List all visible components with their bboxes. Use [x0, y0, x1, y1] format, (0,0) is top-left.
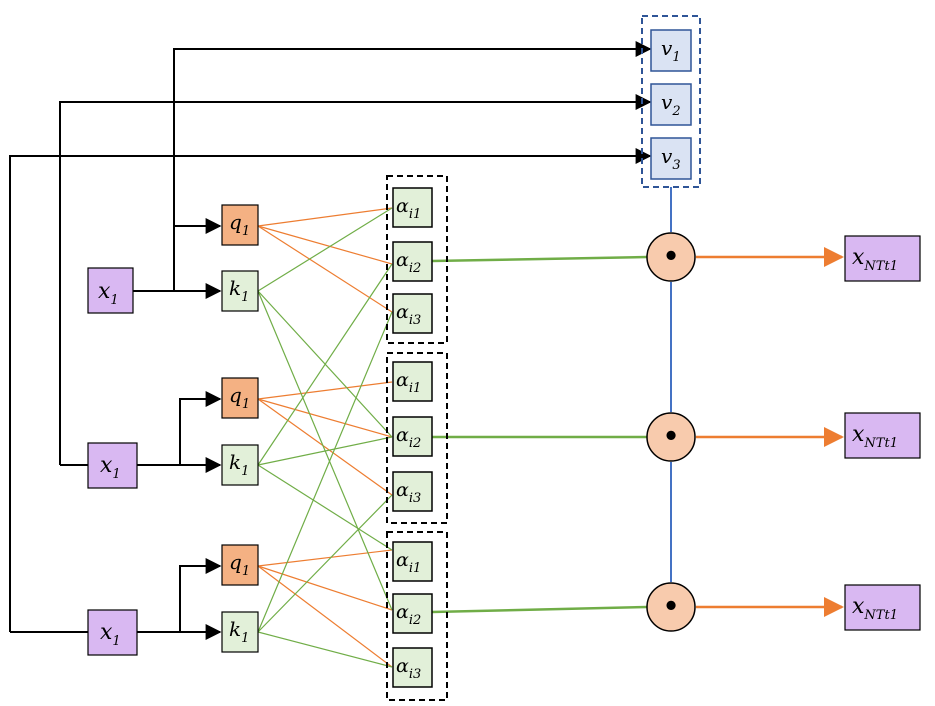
svg-text:xNTt1: xNTt1: [852, 422, 898, 451]
alpha-group-frame-3: [386, 531, 448, 701]
svg-text:αi3: αi3: [396, 301, 421, 328]
svg-text:αi1: αi1: [396, 549, 421, 576]
alpha-node-g3-i3: αi3: [392, 647, 433, 688]
input-node-1: x1: [87, 267, 134, 314]
alpha-group-frames: [386, 175, 448, 701]
svg-text:x1: x1: [100, 453, 121, 482]
svg-text:αi3: αi3: [396, 479, 421, 506]
input-node-2: x1: [87, 442, 138, 489]
svg-text:•: •: [663, 592, 680, 622]
svg-text:v1: v1: [661, 36, 681, 65]
svg-text:q1: q1: [229, 550, 250, 579]
multiplier-nodes: • • •: [646, 232, 696, 632]
alpha-nodes: αi1 αi2 αi3 αi1 αi2 αi3 αi1 αi2: [392, 187, 433, 688]
multiplier-node-2: •: [646, 412, 696, 462]
arrow-input1-to-q1: [173, 218, 222, 291]
svg-text:αi3: αi3: [396, 655, 421, 682]
value-node-3: v3: [650, 137, 692, 180]
arrow-input1-to-v1: [173, 41, 652, 291]
svg-text:x1: x1: [98, 279, 119, 308]
svg-text:αi2: αi2: [396, 249, 421, 276]
output-node-3: xNTt1: [844, 584, 921, 631]
alpha-node-g3-i2: αi2: [392, 593, 433, 634]
input-node-3: x1: [87, 609, 138, 656]
multiplier-node-1: •: [646, 232, 696, 282]
value-nodes: v1 v2 v3: [650, 29, 692, 180]
svg-text:xNTt1: xNTt1: [852, 594, 898, 623]
alpha-group-frame-1: [386, 175, 448, 344]
value-group-frame: [641, 15, 701, 188]
output-node-2: xNTt1: [844, 412, 921, 459]
query-node-1: q1: [221, 204, 259, 246]
svg-text:q1: q1: [229, 383, 250, 412]
key-nodes: k1 k1 k1: [221, 270, 259, 653]
query-nodes: q1 q1 q1: [221, 204, 259, 586]
arrow-input2-to-v2: [59, 94, 652, 465]
svg-text:k1: k1: [229, 450, 249, 479]
output-arrows: [696, 247, 844, 617]
arrow-input2-to-q2: [179, 391, 222, 465]
svg-text:x1: x1: [100, 620, 121, 649]
svg-text:αi2: αi2: [396, 601, 421, 628]
weight-lines: [431, 255, 648, 614]
input-nodes: x1 x1 x1: [87, 267, 138, 656]
key-node-3: k1: [221, 611, 259, 653]
svg-text:q1: q1: [229, 210, 250, 239]
svg-text:v3: v3: [661, 144, 681, 173]
alpha-node-g1-i1: αi1: [392, 187, 433, 228]
key-node-2: k1: [221, 444, 259, 486]
svg-text:αi1: αi1: [396, 195, 421, 222]
svg-text:k1: k1: [229, 617, 249, 646]
alpha-node-g2-i2: αi2: [392, 416, 433, 457]
input-to-value-arrows: [9, 41, 652, 632]
multiplier-node-3: •: [646, 582, 696, 632]
query-node-2: q1: [221, 377, 259, 419]
alpha-node-g2-i3: αi3: [392, 471, 433, 512]
output-node-1: xNTt1: [844, 235, 921, 282]
arrow-input3-to-q3: [179, 558, 222, 632]
svg-text:αi1: αi1: [396, 369, 421, 396]
alpha-node-g1-i2: αi2: [392, 241, 433, 282]
svg-text:αi2: αi2: [396, 424, 421, 451]
value-node-1: v1: [650, 29, 692, 72]
input-to-qk-arrows: [10, 218, 222, 640]
arrow-input3-to-v3: [9, 148, 652, 632]
query-lines: [257, 207, 393, 668]
svg-text:v2: v2: [661, 90, 681, 119]
svg-text:•: •: [663, 422, 680, 452]
alpha-node-g3-i1: αi1: [392, 541, 433, 582]
alpha-node-g2-i1: αi1: [392, 361, 433, 402]
alpha-group-frame-2: [386, 352, 448, 524]
alpha-node-g1-i3: αi3: [392, 293, 433, 334]
key-lines: [257, 207, 393, 668]
svg-text:k1: k1: [229, 276, 249, 305]
value-node-2: v2: [650, 83, 692, 126]
key-node-1: k1: [221, 270, 259, 312]
svg-text:•: •: [663, 242, 680, 272]
output-nodes: xNTt1 xNTt1 xNTt1: [844, 235, 921, 631]
query-node-3: q1: [221, 544, 259, 586]
svg-text:xNTt1: xNTt1: [852, 245, 898, 274]
